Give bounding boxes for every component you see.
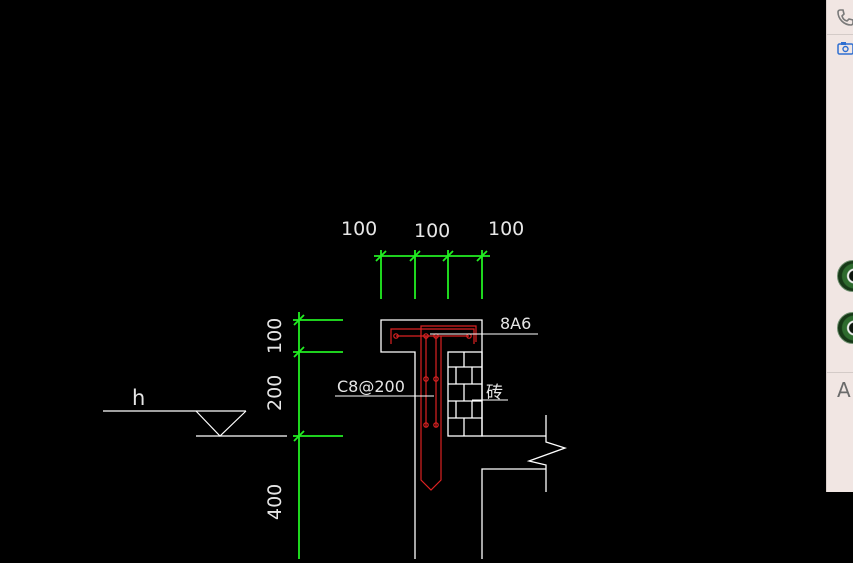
side-letter: A	[837, 378, 851, 402]
avatar[interactable]	[837, 260, 853, 292]
brick-wall	[447, 351, 483, 437]
bar-dot	[393, 333, 399, 339]
bar-dot	[423, 376, 429, 382]
phone-icon[interactable]	[837, 8, 853, 30]
left-dim-label-2: 200	[264, 375, 286, 411]
left-tick-2	[293, 346, 305, 358]
bar-dot	[423, 333, 429, 339]
rebar-top-label: 8A6	[500, 314, 531, 333]
avatar[interactable]	[837, 312, 853, 344]
level-symbol	[103, 410, 287, 437]
break-line	[526, 415, 568, 492]
stirrup-label: C8@200	[337, 377, 405, 396]
side-panel: A	[826, 0, 853, 492]
structure-outline	[380, 319, 568, 559]
level-label: h	[132, 386, 145, 410]
left-tick-3	[293, 430, 305, 442]
left-dim-label-1: 100	[264, 318, 286, 354]
top-dim-label-2: 100	[414, 220, 450, 242]
slab-bottom-outline	[481, 468, 546, 559]
bar-dot	[423, 422, 429, 428]
top-dim-label-3: 100	[488, 218, 524, 240]
drawing-svg[interactable]: 100 100 100 100 200 400 h	[0, 0, 826, 559]
bar-dot	[433, 376, 439, 382]
cad-drawing-canvas[interactable]: 100 100 100 100 200 400 h	[0, 0, 826, 559]
level-triangle	[195, 410, 247, 437]
top-stirrup-outer	[390, 328, 475, 344]
left-tick-1	[293, 314, 305, 326]
camera-icon[interactable]	[837, 40, 853, 59]
left-dimension-chain	[293, 312, 343, 559]
top-tick-4	[476, 250, 488, 262]
top-tick-1	[375, 250, 387, 262]
side-divider	[827, 372, 853, 373]
top-dim-label-1: 100	[341, 218, 377, 240]
rebar	[390, 325, 477, 491]
bar-dot	[433, 422, 439, 428]
side-divider	[827, 34, 853, 35]
stem-stirrup	[420, 336, 442, 491]
left-dim-label-3: 400	[264, 484, 286, 520]
top-tick-3	[442, 250, 454, 262]
brick-label: 砖	[486, 383, 503, 403]
leaders	[335, 333, 538, 401]
top-dimension-chain	[374, 250, 490, 299]
top-tick-2	[409, 250, 421, 262]
